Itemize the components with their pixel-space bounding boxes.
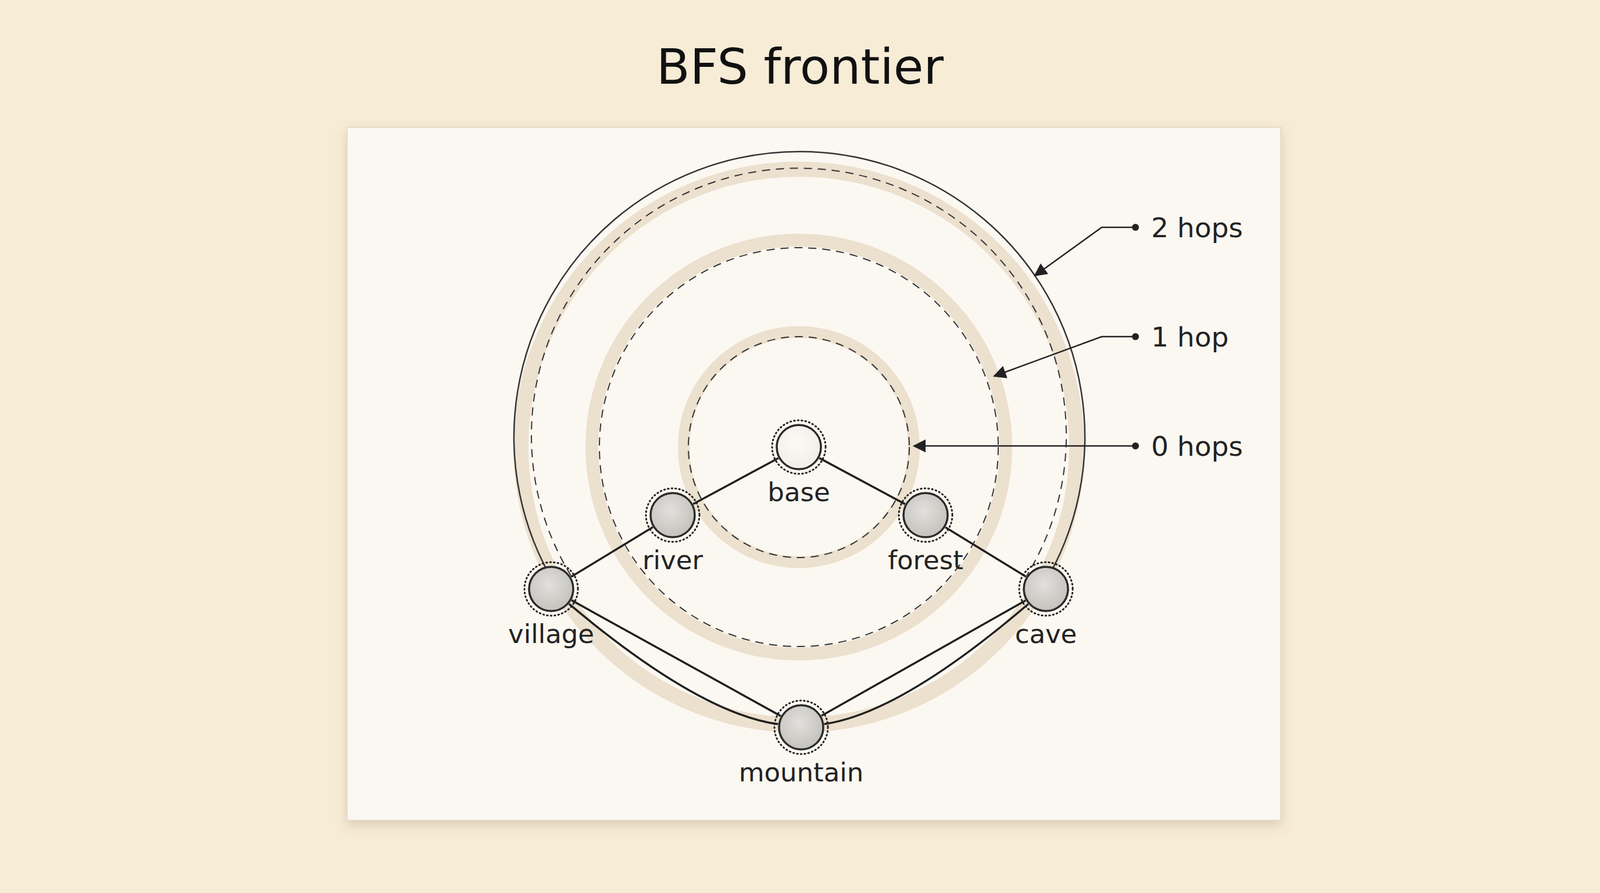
diagram-title: BFS frontier [0,38,1600,96]
node-label: river [642,545,703,576]
place-node: base [705,418,892,508]
node-label: cave [1015,619,1078,650]
node-label: base [767,477,830,508]
node-label: village [508,619,595,650]
graph-edge [570,527,653,577]
node-label: forest [887,545,964,576]
node-circle [1016,559,1075,619]
graph-edge [571,600,781,716]
graph-edge [821,600,1026,717]
place-node: cave [952,559,1139,650]
node-circle [896,486,955,545]
paper-sheet [347,127,1281,821]
place-node: village [458,559,645,650]
node-label: mountain [738,757,864,788]
frontier-rings [513,151,1085,725]
node-circle [769,418,828,477]
place-node: mountain [708,698,895,788]
hop-label: 1 hop [1151,323,1229,351]
node-circle [522,559,581,619]
place-node: river [579,486,766,576]
hop-label: 2 hops [1151,213,1244,242]
graph-edge [693,458,779,505]
hop-label: 0 hops [1151,432,1244,460]
leader-dots [1131,223,1139,450]
place-node: forest [832,486,1019,576]
node-circle [772,698,831,757]
graph-edge [819,458,906,505]
graph-edge [569,604,779,725]
leader-lines [913,227,1133,446]
node-circle [643,486,702,545]
graph-edge [824,604,1029,724]
